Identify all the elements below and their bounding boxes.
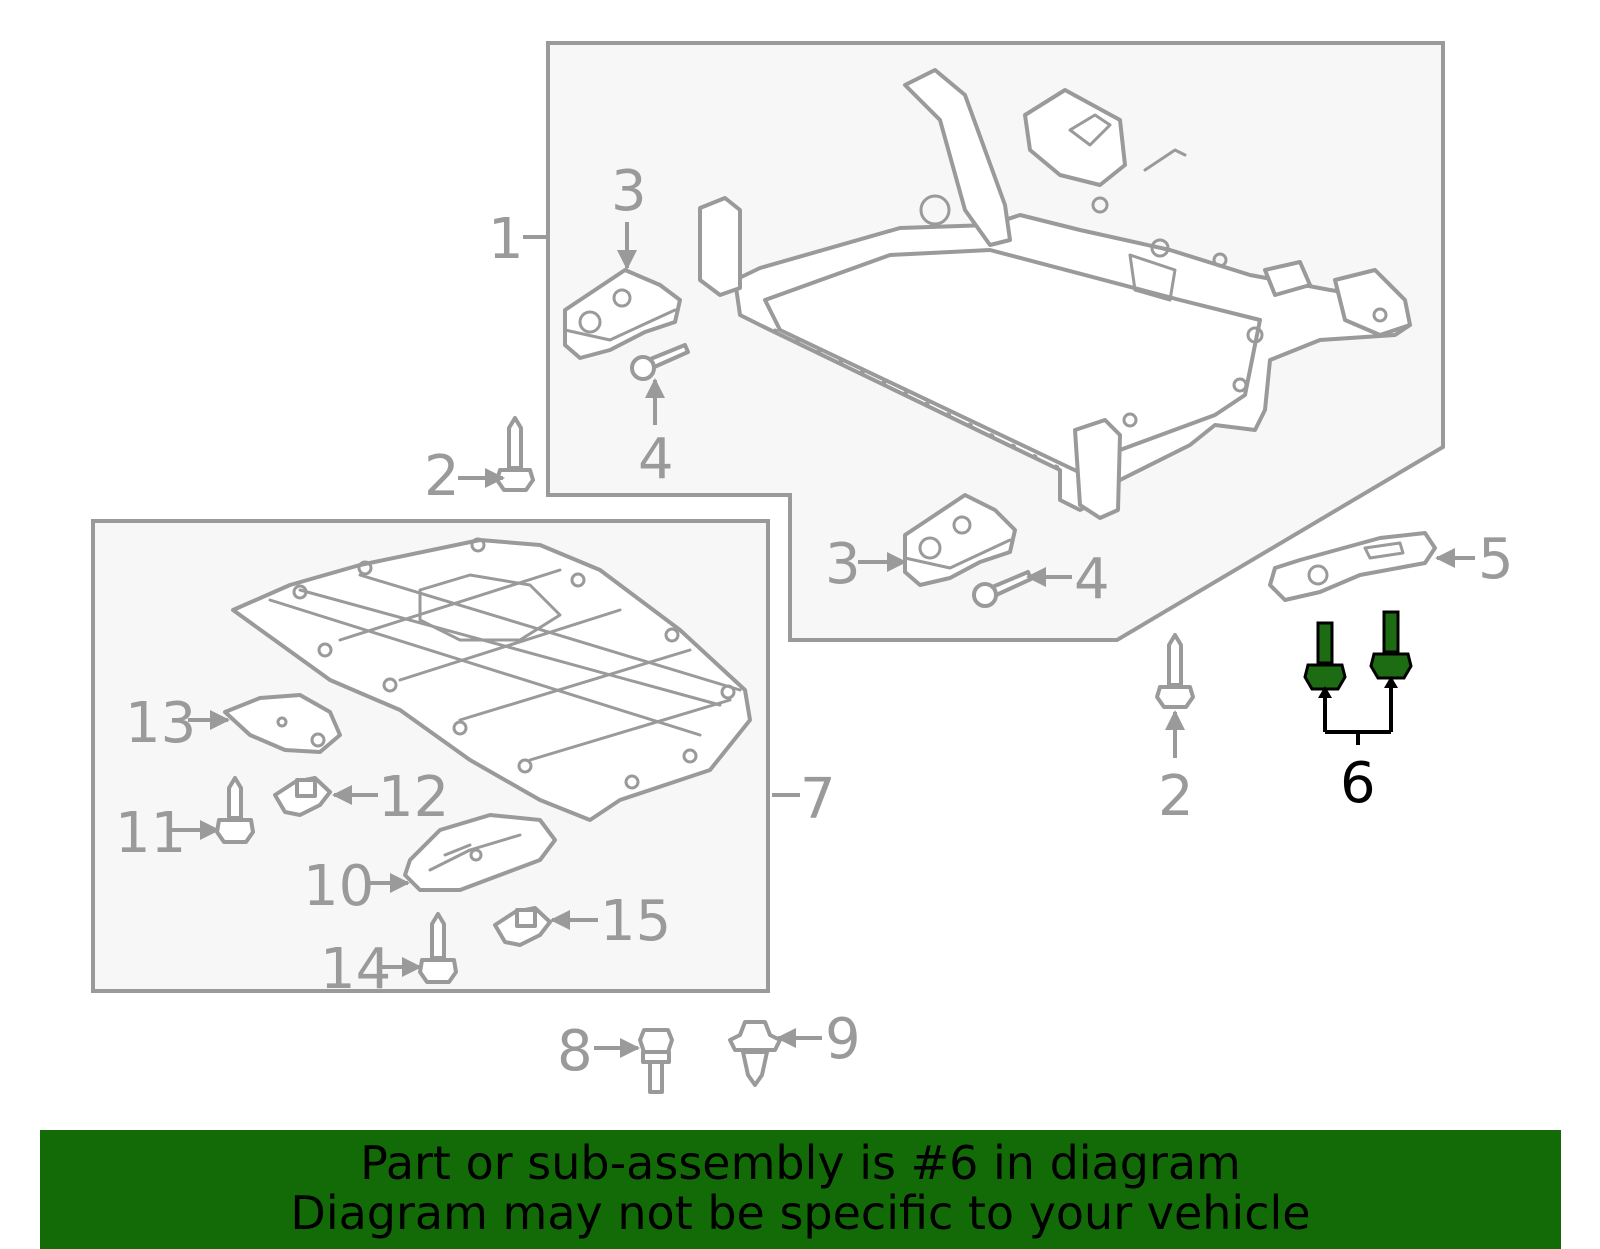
callout-9: 9 <box>825 1007 861 1072</box>
push-clip-9 <box>728 1020 782 1087</box>
callout-1: 1 <box>488 207 524 272</box>
splash-shield <box>231 537 752 822</box>
highlighted-bolt-right <box>1369 610 1413 680</box>
callout-6: 6 <box>1340 751 1376 816</box>
callout-12: 12 <box>378 765 449 830</box>
leader-lines <box>172 222 1475 1058</box>
banner-line-1: Part or sub-assembly is #6 in diagram <box>360 1136 1241 1190</box>
access-cover-13 <box>223 693 342 754</box>
subframe-bolt-left <box>495 416 535 492</box>
callout-8: 8 <box>557 1019 593 1084</box>
callout-7: 7 <box>800 767 836 832</box>
mount-bracket-upper <box>563 268 682 360</box>
bolt-14 <box>418 912 458 984</box>
clip-nut-15 <box>493 906 552 947</box>
callout-15: 15 <box>600 889 671 954</box>
mount-bolt-lower <box>972 570 1033 608</box>
bolt-8 <box>638 1028 674 1094</box>
mount-bracket-lower <box>903 493 1017 587</box>
banner-line-2: Diagram may not be specific to your vehi… <box>290 1186 1311 1240</box>
highlighted-bolt-left <box>1303 621 1347 691</box>
mount-bolt-upper <box>630 343 690 381</box>
callout-3-upper: 3 <box>611 159 647 224</box>
part-6-bracket-leader <box>1323 685 1393 745</box>
access-cover-10 <box>403 813 557 892</box>
subframe-bolt-right <box>1155 633 1195 709</box>
callout-10: 10 <box>303 854 374 919</box>
clip-nut-12 <box>273 776 332 817</box>
info-banner: Part or sub-assembly is #6 in diagram Di… <box>40 1130 1561 1249</box>
reinforcement-bracket <box>1268 531 1437 602</box>
subframe-crossmember <box>698 68 1412 520</box>
callout-3-lower: 3 <box>825 532 861 597</box>
callout-4-upper: 4 <box>638 427 674 492</box>
callout-4-lower: 4 <box>1074 547 1110 612</box>
callout-11: 11 <box>115 801 186 866</box>
callout-2-left: 2 <box>424 444 460 509</box>
callout-13: 13 <box>125 691 196 756</box>
callout-5: 5 <box>1478 527 1514 592</box>
callout-2-right: 2 <box>1158 764 1194 829</box>
callout-14: 14 <box>320 937 391 1002</box>
